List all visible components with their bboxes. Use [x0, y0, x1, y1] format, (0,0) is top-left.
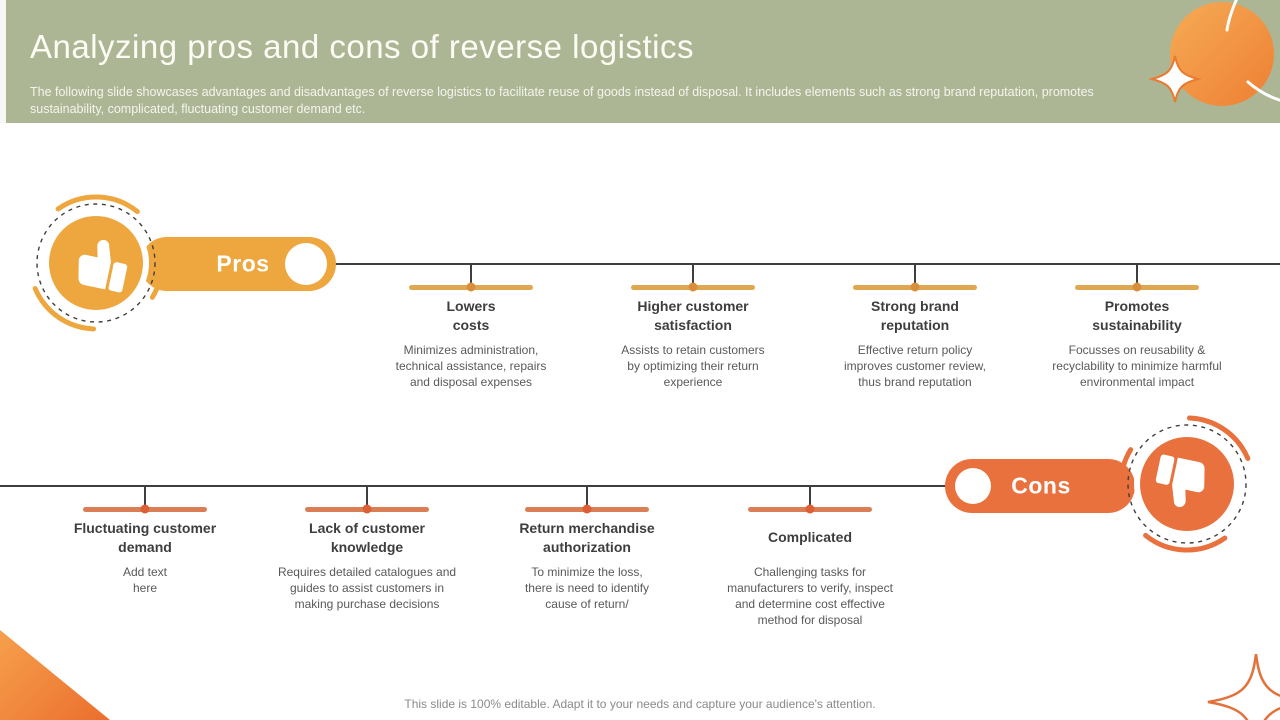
tick-line: [692, 264, 694, 285]
footer-note: This slide is 100% editable. Adapt it to…: [404, 697, 876, 711]
bar-dot: [582, 504, 592, 514]
item-underline-bar: [409, 282, 533, 292]
bar-dot: [1132, 282, 1142, 292]
item-underline-bar: [748, 504, 872, 514]
pros-timeline-line: [320, 263, 1280, 265]
item-underline-bar: [1075, 282, 1199, 292]
item-underline-bar: [305, 504, 429, 514]
subtitle-text: The following slide showcases advantages…: [30, 85, 1094, 116]
item-description: To minimize the loss, there is need to i…: [524, 564, 650, 611]
pros-pill-dot: [285, 243, 327, 285]
item-description: Effective return policy improves custome…: [843, 342, 987, 389]
item-underline-bar: [631, 282, 755, 292]
tick-line: [809, 486, 811, 507]
star-outline-icon: [1207, 654, 1280, 720]
bar-dot: [805, 504, 815, 514]
cons-label-pill: Cons: [945, 459, 1135, 513]
bar-dot: [140, 504, 150, 514]
thumbs-down-badge: [1118, 415, 1256, 553]
page-title: Analyzing pros and cons of reverse logis…: [30, 28, 694, 65]
item-description: Challenging tasks for manufacturers to v…: [727, 564, 893, 627]
header-left-strip: [0, 0, 6, 123]
tick-line: [586, 486, 588, 507]
tick-line: [470, 264, 472, 285]
pros-label: Pros: [216, 250, 270, 277]
bar-dot: [910, 282, 920, 292]
item-description: Focusses on reusability & recyclability …: [1052, 342, 1222, 389]
tick-line: [914, 264, 916, 285]
bar-dot: [466, 282, 476, 292]
bar-dot: [688, 282, 698, 292]
item-description: Assists to retain customers by optimizin…: [621, 342, 765, 389]
item-title: Complicated: [767, 529, 852, 545]
thumbs-up-icon: [78, 239, 128, 293]
item-description: Requires detailed catalogues and guides …: [277, 564, 457, 611]
pros-label-pill: Pros: [140, 237, 336, 291]
bar-dot: [362, 504, 372, 514]
header-band: Analyzing pros and cons of reverse logis…: [0, 0, 1280, 123]
item-description: Add text here: [122, 564, 168, 595]
cons-timeline-line: [0, 485, 952, 487]
cons-pill-dot: [955, 468, 991, 504]
tick-line: [366, 486, 368, 507]
cons-item-complicated: Complicated Challenging tasks for manufa…: [695, 486, 925, 628]
tick-line: [1136, 264, 1138, 285]
item-underline-bar: [525, 504, 649, 514]
item-underline-bar: [83, 504, 207, 514]
item-description: Minimizes administration, technical assi…: [395, 342, 547, 389]
sparkle-icon: [1148, 55, 1202, 103]
orange-circle-decoration: [1148, 0, 1280, 106]
cons-label: Cons: [1011, 472, 1071, 499]
item-underline-bar: [853, 282, 977, 292]
tick-line: [144, 486, 146, 507]
thumbs-down-icon: [1155, 454, 1205, 508]
thumbs-up-badge: [27, 194, 165, 332]
curve-line-icon: [1225, 0, 1238, 32]
